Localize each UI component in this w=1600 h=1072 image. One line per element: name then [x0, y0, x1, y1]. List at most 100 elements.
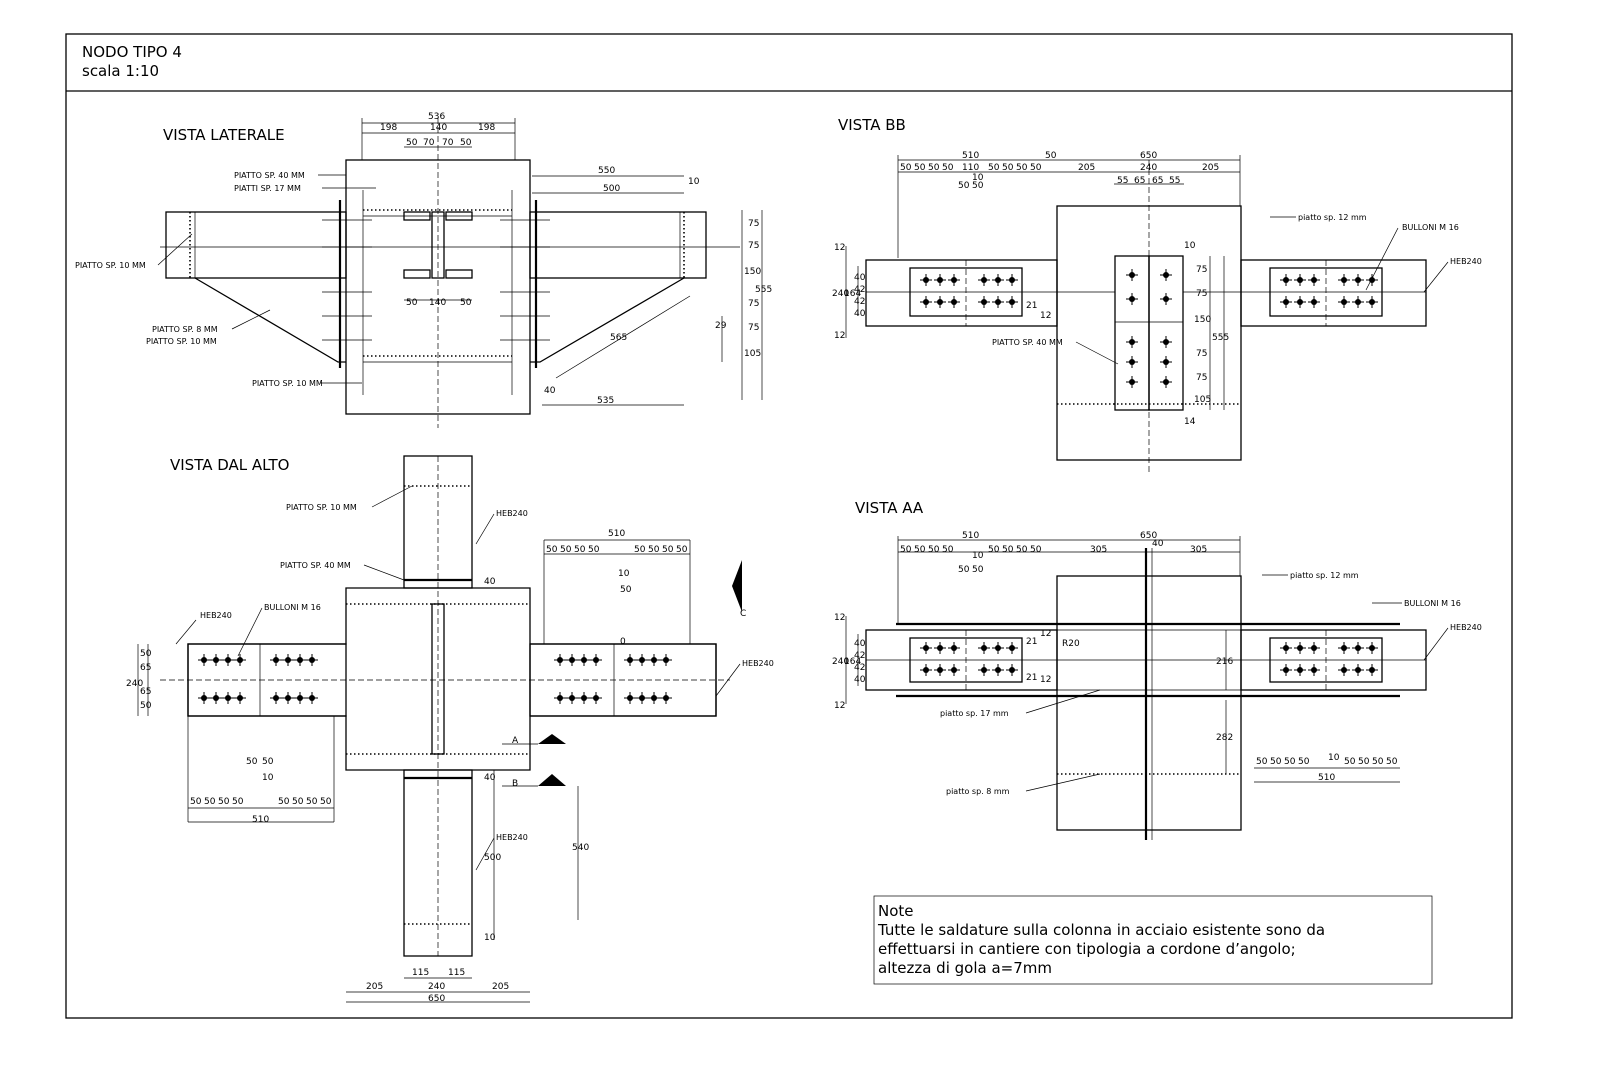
- bolt-symbol: [306, 654, 318, 666]
- dim-label: 50: [1284, 757, 1296, 767]
- bolt-symbol: [934, 274, 946, 286]
- dim-label: 70: [423, 138, 435, 148]
- view-aa: VISTA AA 510 650 40 305 305 5: [832, 499, 1482, 840]
- bolt-symbol: [1160, 269, 1172, 281]
- bolt-symbol: [282, 654, 294, 666]
- bolt-symbol: [1308, 274, 1320, 286]
- dim-label: 50: [1002, 163, 1014, 173]
- bolt-symbol: [1126, 356, 1138, 368]
- dim-label: 12: [1040, 675, 1051, 685]
- view-bb-title: VISTA BB: [838, 116, 906, 134]
- callout-label: PIATTI SP. 17 MM: [234, 184, 301, 193]
- callout-label: piatto sp. 12 mm: [1298, 213, 1367, 222]
- bolt-symbol: [920, 664, 932, 676]
- dim-label: 50: [204, 797, 216, 807]
- dim-label: 105: [1194, 395, 1211, 405]
- dim-label: 42: [854, 651, 865, 661]
- dim-label: 510: [1318, 773, 1335, 783]
- dim-label: 55: [1117, 176, 1128, 186]
- view-aa-title: VISTA AA: [855, 499, 924, 517]
- dim-label: 12: [834, 331, 845, 341]
- callout-label: PIATTO SP. 10 MM: [146, 337, 217, 346]
- bolt-symbol: [1352, 274, 1364, 286]
- bolt-symbol: [1294, 642, 1306, 654]
- bolt-symbol: [992, 296, 1004, 308]
- bolt-symbol: [1160, 376, 1172, 388]
- marker-label: A: [512, 736, 519, 746]
- marker-label: C: [740, 609, 746, 619]
- right-beam: [529, 211, 707, 279]
- bb-dimension-labels: 510 50 650 50 50 50 50 110 50 50 50 50 2…: [832, 151, 1229, 427]
- dim-label: 164: [844, 289, 861, 299]
- dim-label: 150: [744, 267, 761, 277]
- dim-label: 282: [1216, 733, 1233, 743]
- dim-label: 164: [844, 657, 861, 667]
- bolt-symbol: [1308, 642, 1320, 654]
- dim-label: 50: [306, 797, 318, 807]
- dim-label: 50: [928, 545, 940, 555]
- bolt-symbol: [934, 642, 946, 654]
- bolt-symbol: [624, 654, 636, 666]
- dim-label: 50: [988, 545, 1000, 555]
- top-dimension-labels: 510 50 50 50 50 50 50 50 50 10 50 0 240 …: [126, 529, 746, 1004]
- left-haunch: [194, 277, 346, 363]
- note-box: Note Tutte le saldature sulla colonna in…: [873, 895, 1433, 985]
- bolt-symbol: [1294, 274, 1306, 286]
- dim-label: 50: [218, 797, 230, 807]
- aa-dimension-labels: 510 650 40 305 305 50 50 50 50 10 50 50 …: [832, 531, 1398, 783]
- bolt-symbol: [1308, 664, 1320, 676]
- dim-label: 115: [412, 968, 429, 978]
- callout-leaders: [1075, 216, 1449, 365]
- dim-label: 50: [958, 565, 970, 575]
- dim-label: 10: [688, 177, 700, 187]
- dim-label: 555: [1212, 333, 1229, 343]
- bolt-symbol: [270, 692, 282, 704]
- dim-label: 10: [972, 551, 984, 561]
- callout-label: HEB240: [1450, 623, 1482, 632]
- bolt-group: [198, 654, 672, 704]
- drawing-scale: scala 1:10: [82, 62, 159, 80]
- bolt-group: [920, 269, 1378, 388]
- callout-label: HEB240: [496, 509, 528, 518]
- dimension-lines: [361, 118, 763, 406]
- dim-label: 240: [428, 982, 445, 992]
- bolt-symbol: [282, 692, 294, 704]
- bolt-lines: [160, 219, 740, 341]
- dim-label: R20: [1062, 639, 1080, 649]
- dim-label: 75: [748, 219, 759, 229]
- bolt-symbol: [1366, 296, 1378, 308]
- bolt-symbol: [920, 274, 932, 286]
- dim-label: 205: [1202, 163, 1219, 173]
- dim-label: 50: [320, 797, 332, 807]
- dim-label: 21: [1026, 637, 1037, 647]
- bolt-symbol: [1280, 664, 1292, 676]
- cleat: [445, 211, 473, 221]
- bolt-symbol: [210, 692, 222, 704]
- note-heading: Note: [878, 902, 914, 920]
- dim-label: 21: [1026, 673, 1037, 683]
- dim-label: 50: [246, 757, 258, 767]
- dim-label: 75: [748, 323, 759, 333]
- bolt-symbol: [1338, 664, 1350, 676]
- drawing-title: NODO TIPO 4: [82, 43, 182, 61]
- dim-label: 115: [448, 968, 465, 978]
- dim-label: 50: [634, 545, 646, 555]
- column-cross: [187, 587, 717, 771]
- dim-label: 55: [1169, 176, 1180, 186]
- bolt-group: [920, 642, 1378, 676]
- bolt-symbol: [1280, 642, 1292, 654]
- bolt-symbol: [1126, 336, 1138, 348]
- bolt-symbol: [1338, 274, 1350, 286]
- bolt-symbol: [590, 692, 602, 704]
- bolt-symbol: [1280, 274, 1292, 286]
- bolt-symbol: [1006, 274, 1018, 286]
- dim-label: 40: [544, 386, 556, 396]
- dim-label: 50: [662, 545, 674, 555]
- bolt-symbol: [294, 654, 306, 666]
- bolt-symbol: [978, 296, 990, 308]
- column-plate: [1148, 255, 1184, 411]
- callout-label: PIATTO SP. 10 MM: [252, 379, 323, 388]
- bolt-symbol: [992, 642, 1004, 654]
- dim-label: 50: [292, 797, 304, 807]
- bolt-symbol: [1352, 296, 1364, 308]
